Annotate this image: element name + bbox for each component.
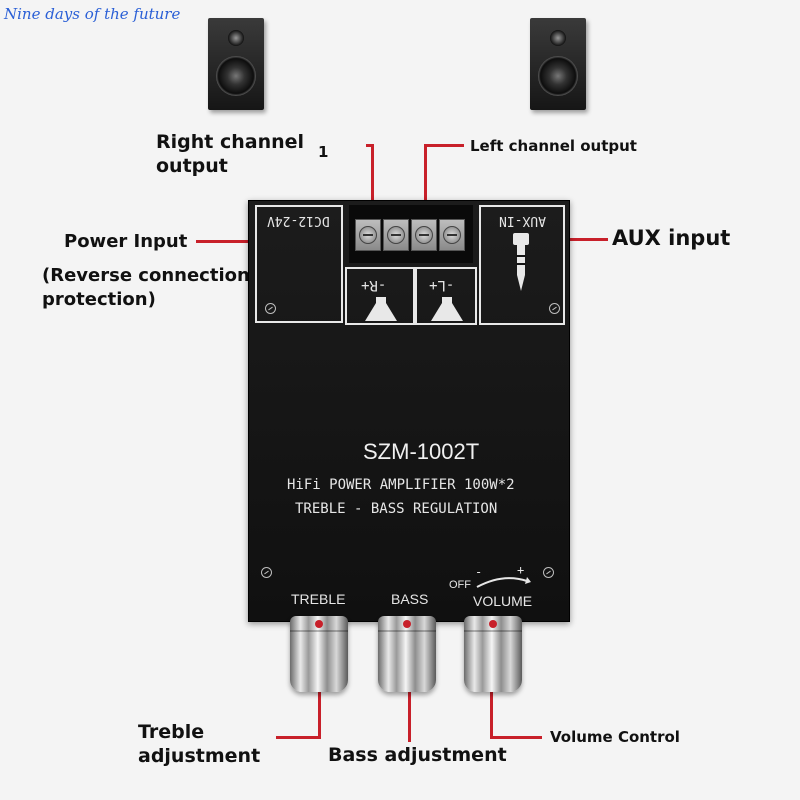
left-speaker-output-box: -L+ xyxy=(415,267,477,325)
left-speaker-polarity: -L+ xyxy=(429,277,455,293)
speaker-icon-left xyxy=(530,18,586,110)
terminal-screw-icon xyxy=(411,219,437,251)
speaker-terminal-block xyxy=(349,205,473,263)
channel-number-label: 1 xyxy=(318,143,329,161)
aux-input-panel: AUX-IN xyxy=(479,205,565,325)
headphone-jack-icon xyxy=(513,233,529,291)
volume-knob-label: VOLUME xyxy=(473,593,533,609)
volume-plus-label: + xyxy=(517,563,525,577)
right-speaker-polarity: -R+ xyxy=(361,277,387,293)
treble-knob-label: TREBLE xyxy=(291,591,346,607)
volume-control-label: Volume Control xyxy=(550,728,680,746)
screw-icon xyxy=(261,567,272,578)
aux-input-label: AUX input xyxy=(612,226,731,250)
power-input-panel: DC12-24V xyxy=(255,205,343,323)
speaker-cone-icon xyxy=(431,297,463,321)
spec-line-1: HiFi POWER AMPLIFIER 100W*2 xyxy=(287,477,515,493)
speaker-icon-right xyxy=(208,18,264,110)
screw-icon xyxy=(543,567,554,578)
volume-arc-icon xyxy=(476,577,531,588)
terminal-screw-icon xyxy=(439,219,465,251)
left-channel-output-label: Left channel output xyxy=(470,137,637,155)
power-input-label: Power Input xyxy=(64,231,188,252)
screw-icon xyxy=(549,303,560,314)
volume-off-label: OFF xyxy=(449,579,471,591)
right-speaker-output-box: -R+ xyxy=(345,267,415,325)
amplifier-board: DC12-24V -R+ -L+ AUX-IN SZM-1002T HiFi P… xyxy=(248,200,570,622)
reverse-protection-label: (Reverse connection protection) xyxy=(42,265,250,310)
bass-knob-label: BASS xyxy=(391,591,429,607)
terminal-screw-icon xyxy=(383,219,409,251)
spec-line-2: TREBLE - BASS REGULATION xyxy=(295,501,498,517)
model-number: SZM-1002T xyxy=(363,439,480,464)
right-channel-output-label: Right channel output xyxy=(156,131,305,177)
treble-adjustment-label: Treble adjustment xyxy=(138,721,261,767)
terminal-screw-icon xyxy=(355,219,381,251)
watermark: Nine days of the future xyxy=(4,5,181,23)
treble-knob[interactable] xyxy=(290,616,348,692)
aux-in-label: AUX-IN xyxy=(499,213,546,228)
volume-minus-label: - xyxy=(475,565,483,579)
screw-icon xyxy=(265,303,276,314)
bass-adjustment-label: Bass adjustment xyxy=(328,744,507,766)
bass-knob[interactable] xyxy=(378,616,436,692)
dc-voltage-label: DC12-24V xyxy=(267,213,330,228)
speaker-cone-icon xyxy=(365,297,397,321)
volume-knob[interactable] xyxy=(464,616,522,692)
